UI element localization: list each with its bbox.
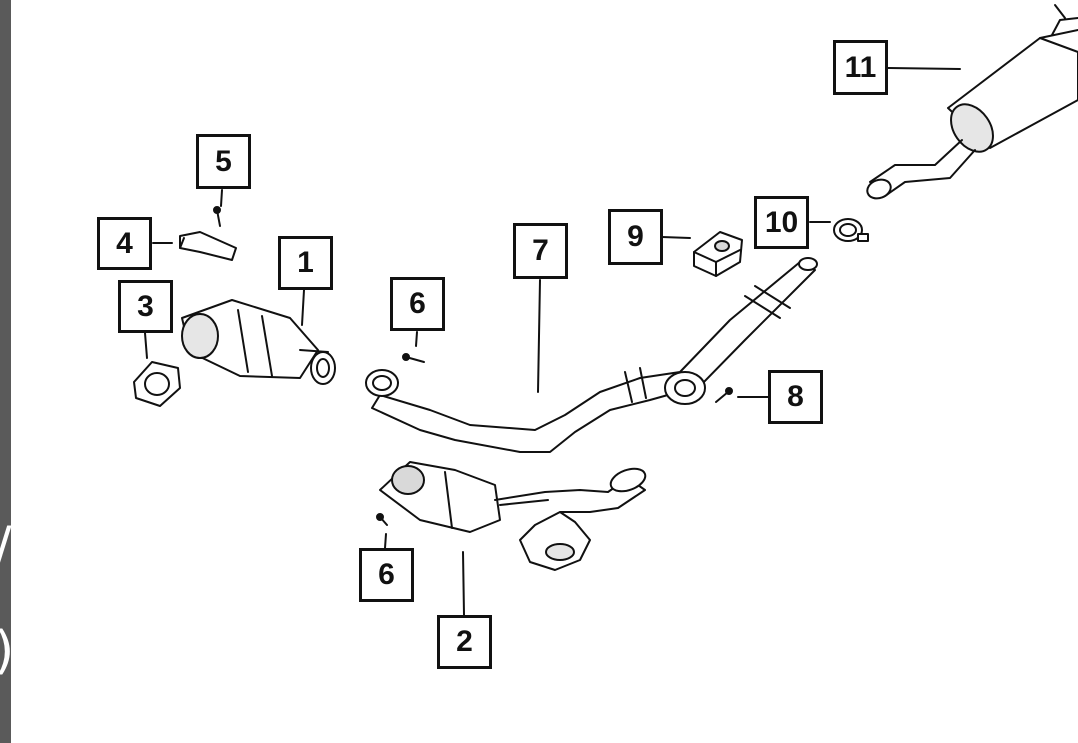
callout-5: 5 bbox=[196, 134, 251, 189]
callout-11: 11 bbox=[833, 40, 888, 95]
intermediate-pipe bbox=[365, 257, 818, 453]
callout-2: 2 bbox=[437, 615, 492, 669]
leader-lines bbox=[144, 67, 961, 616]
callout-7: 7 bbox=[513, 223, 568, 279]
callout-6-upper: 6 bbox=[390, 277, 445, 331]
callout-9: 9 bbox=[608, 209, 663, 265]
catalytic-converter-1 bbox=[181, 299, 336, 385]
catalytic-converter-2 bbox=[379, 461, 647, 571]
callout-1: 1 bbox=[278, 236, 333, 290]
stud-6-lower bbox=[376, 513, 388, 526]
screw-5 bbox=[213, 206, 221, 227]
callout-4: 4 bbox=[97, 217, 152, 270]
left-edge-bar: / ) bbox=[0, 0, 14, 743]
gasket bbox=[133, 361, 181, 407]
clamp bbox=[833, 218, 869, 242]
callout-8: 8 bbox=[768, 370, 823, 424]
bracket bbox=[179, 231, 237, 261]
bolt-8 bbox=[715, 387, 733, 403]
callout-10: 10 bbox=[754, 196, 809, 249]
edge-glyph-slash: / bbox=[0, 520, 12, 572]
callout-6-lower: 6 bbox=[359, 548, 414, 602]
callout-3: 3 bbox=[118, 280, 173, 333]
edge-glyph-arc: ) bbox=[0, 625, 14, 677]
stud-6-upper bbox=[402, 353, 425, 363]
hanger-isolator bbox=[693, 231, 743, 277]
muffler-assembly bbox=[866, 4, 1078, 200]
